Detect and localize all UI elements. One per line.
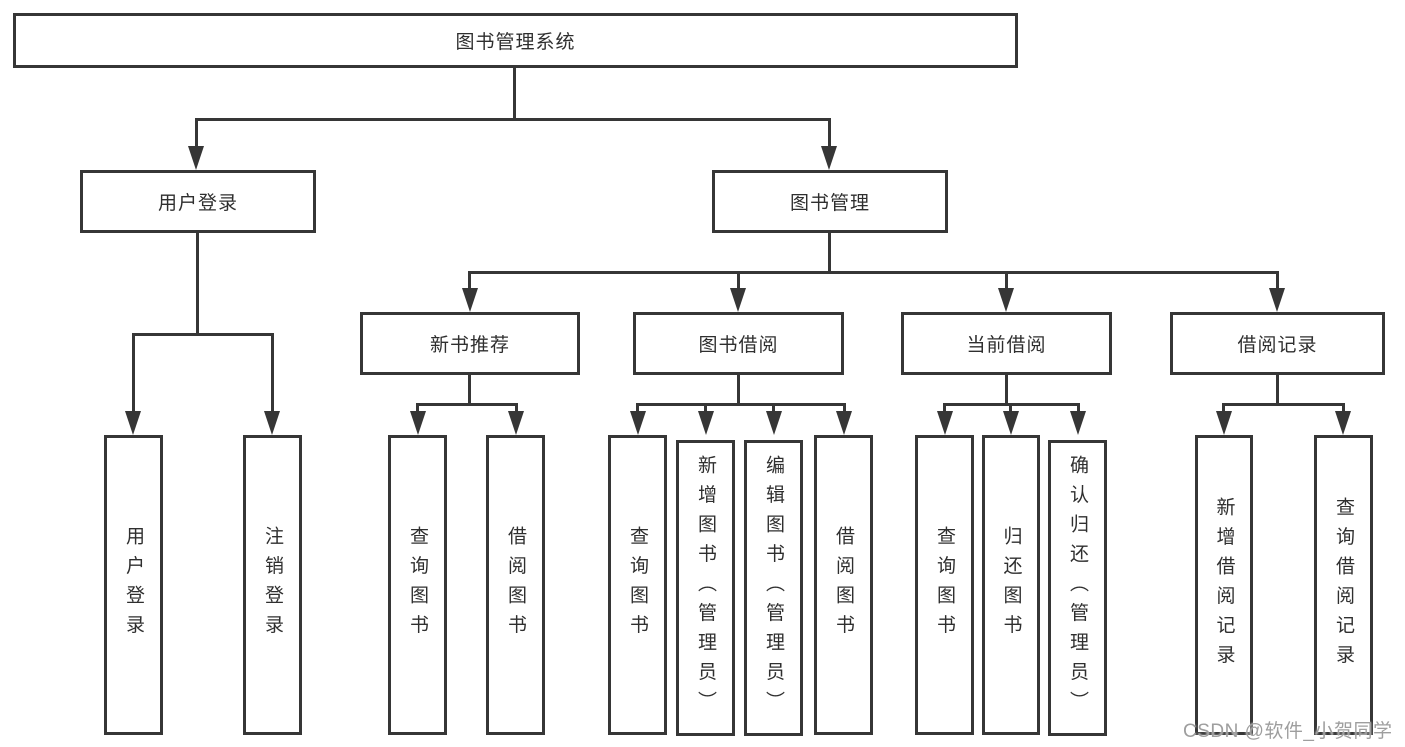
leaf-nb-query-books: 查询图书 bbox=[388, 435, 447, 735]
connector-user-login-stem bbox=[196, 233, 199, 336]
connector-level2-bus bbox=[195, 118, 831, 121]
arrowhead-book-borrow bbox=[730, 288, 746, 312]
arrowhead-br-add bbox=[1216, 411, 1232, 435]
leaf-nb-borrow-books: 借阅图书 bbox=[486, 435, 545, 735]
arrowhead-cb-confirm bbox=[1070, 411, 1086, 435]
connector-drop-logout-leaf bbox=[271, 333, 274, 413]
node-borrow-records-label: 借阅记录 bbox=[1237, 335, 1318, 356]
leaf-cb-confirm-return-admin: 确认归还（管理员） bbox=[1048, 440, 1107, 736]
leaf-cb-query-books-label: 查询图书 bbox=[934, 526, 955, 644]
connector-drop-nb-query bbox=[416, 403, 419, 413]
connector-drop-bb-edit bbox=[772, 403, 775, 413]
connector-drop-login-leaf bbox=[132, 333, 135, 413]
connector-book-borrow-bus bbox=[636, 403, 846, 406]
connector-drop-cb-query bbox=[943, 403, 946, 413]
connector-book-borrow-stem bbox=[737, 375, 740, 406]
arrowhead-borrow-records bbox=[1269, 288, 1285, 312]
leaf-user-login: 用户登录 bbox=[104, 435, 163, 735]
node-current-borrow-label: 当前借阅 bbox=[966, 335, 1047, 356]
arrowhead-cb-query bbox=[937, 411, 953, 435]
arrowhead-nb-borrow bbox=[508, 411, 524, 435]
leaf-cb-return-books-label: 归还图书 bbox=[1000, 526, 1022, 644]
leaf-bb-query-books-label: 查询图书 bbox=[627, 526, 648, 644]
connector-new-books-bus bbox=[416, 403, 518, 406]
leaf-logout: 注销登录 bbox=[243, 435, 302, 735]
node-root-label: 图书管理系统 bbox=[455, 32, 576, 53]
node-new-books: 新书推荐 bbox=[360, 312, 580, 375]
arrowhead-nb-query bbox=[410, 411, 426, 435]
csdn-watermark: CSDN @软件_小贺同学 bbox=[1183, 721, 1393, 742]
leaf-logout-label: 注销登录 bbox=[262, 526, 283, 644]
arrowhead-bb-add bbox=[698, 411, 714, 435]
node-user-login: 用户登录 bbox=[80, 170, 316, 233]
arrowhead-bb-borrow bbox=[836, 411, 852, 435]
arrowhead-user-login bbox=[188, 146, 204, 170]
leaf-cb-query-books: 查询图书 bbox=[915, 435, 974, 735]
connector-book-mgmt-stem bbox=[828, 233, 831, 274]
arrowhead-cb-return bbox=[1003, 411, 1019, 435]
connector-drop-book-borrow bbox=[737, 271, 740, 291]
connector-drop-book-mgmt bbox=[828, 118, 831, 150]
connector-user-login-bus bbox=[132, 333, 274, 336]
arrowhead-br-query bbox=[1335, 411, 1351, 435]
leaf-bb-edit-books-admin-label: 编辑图书（管理员） bbox=[763, 455, 784, 721]
connector-drop-nb-borrow bbox=[515, 403, 518, 413]
arrowhead-book-mgmt bbox=[821, 146, 837, 170]
connector-level3-bus bbox=[469, 271, 1279, 274]
node-new-books-label: 新书推荐 bbox=[429, 335, 510, 356]
node-book-management: 图书管理 bbox=[712, 170, 948, 233]
connector-current-borrow-stem bbox=[1005, 375, 1008, 406]
leaf-nb-query-books-label: 查询图书 bbox=[407, 526, 428, 644]
leaf-bb-add-books-admin-label: 新增图书（管理员） bbox=[695, 455, 716, 721]
connector-root-stem bbox=[513, 67, 516, 121]
leaf-bb-query-books: 查询图书 bbox=[608, 435, 667, 735]
leaf-bb-borrow-books-label: 借阅图书 bbox=[833, 526, 854, 644]
leaf-br-query-record: 查询借阅记录 bbox=[1314, 435, 1373, 735]
leaf-nb-borrow-books-label: 借阅图书 bbox=[505, 526, 526, 644]
connector-drop-br-add bbox=[1222, 403, 1225, 413]
connector-drop-bb-borrow bbox=[843, 403, 846, 413]
node-current-borrow: 当前借阅 bbox=[901, 312, 1112, 375]
connector-drop-br-query bbox=[1342, 403, 1345, 413]
connector-new-books-stem bbox=[468, 375, 471, 406]
leaf-bb-borrow-books: 借阅图书 bbox=[814, 435, 873, 735]
connector-borrow-records-bus bbox=[1222, 403, 1345, 406]
leaf-cb-confirm-return-admin-label: 确认归还（管理员） bbox=[1067, 455, 1088, 721]
leaf-bb-add-books-admin: 新增图书（管理员） bbox=[676, 440, 735, 736]
connector-drop-new-books bbox=[468, 271, 471, 291]
leaf-br-add-record-label: 新增借阅记录 bbox=[1213, 496, 1235, 674]
node-book-borrow: 图书借阅 bbox=[633, 312, 844, 375]
connector-drop-cb-return bbox=[1009, 403, 1012, 413]
node-user-login-label: 用户登录 bbox=[157, 193, 238, 214]
node-book-management-label: 图书管理 bbox=[789, 193, 870, 214]
connector-drop-bb-add bbox=[704, 403, 707, 413]
connector-borrow-records-stem bbox=[1276, 375, 1279, 406]
arrowhead-new-books bbox=[462, 288, 478, 312]
node-root: 图书管理系统 bbox=[13, 13, 1018, 68]
arrowhead-current-borrow bbox=[998, 288, 1014, 312]
connector-drop-bb-query bbox=[636, 403, 639, 413]
leaf-br-query-record-label: 查询借阅记录 bbox=[1333, 496, 1354, 674]
leaf-user-login-label: 用户登录 bbox=[123, 526, 144, 644]
arrowhead-logout-leaf bbox=[264, 411, 280, 435]
node-borrow-records: 借阅记录 bbox=[1170, 312, 1385, 375]
arrowhead-bb-query bbox=[630, 411, 646, 435]
leaf-br-add-record: 新增借阅记录 bbox=[1195, 435, 1253, 735]
leaf-bb-edit-books-admin: 编辑图书（管理员） bbox=[744, 440, 803, 736]
connector-drop-current-borrow bbox=[1005, 271, 1008, 291]
connector-drop-user-login bbox=[195, 118, 198, 150]
connector-drop-cb-confirm bbox=[1077, 403, 1080, 413]
arrowhead-bb-edit bbox=[766, 411, 782, 435]
node-book-borrow-label: 图书借阅 bbox=[698, 335, 779, 356]
arrowhead-login-leaf bbox=[125, 411, 141, 435]
leaf-cb-return-books: 归还图书 bbox=[982, 435, 1040, 735]
connector-drop-borrow-records bbox=[1276, 271, 1279, 291]
